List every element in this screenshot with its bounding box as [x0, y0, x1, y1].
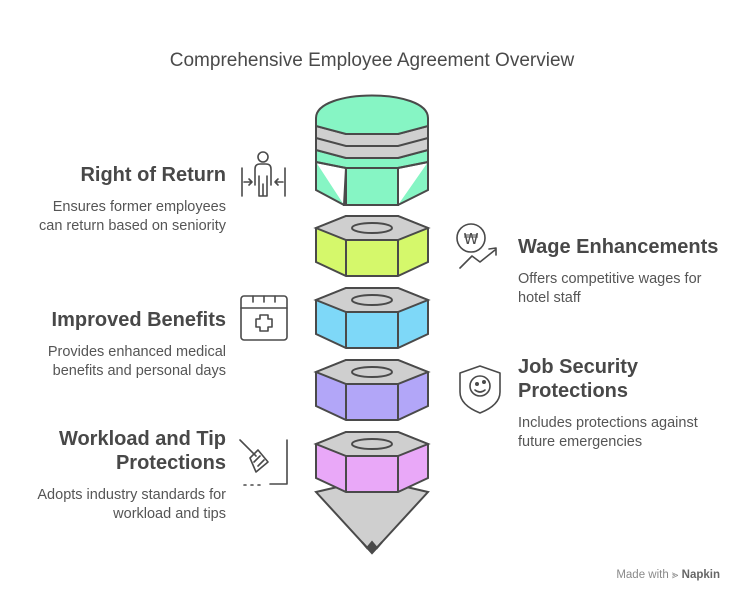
- footer-prefix: Made with: [616, 569, 669, 581]
- item-desc-wage-enhancements: Offers competitive wages for hotel staff: [518, 270, 701, 308]
- segment-workload-tip: [313, 431, 431, 555]
- desc-line: benefits and personal days: [52, 363, 226, 379]
- medical-calendar-icon: [240, 295, 288, 341]
- heading-line: Job Security: [518, 356, 639, 378]
- svg-text:₩: ₩: [464, 230, 479, 248]
- desc-line: Includes protections against: [518, 415, 698, 431]
- item-heading-right-of-return: Right of Return: [80, 164, 226, 186]
- napkin-logo-icon: ⪢: [671, 569, 679, 581]
- item-desc-improved-benefits: Provides enhanced medical benefits and p…: [48, 343, 226, 381]
- item-heading-job-security: Job Security Protections: [518, 355, 638, 403]
- desc-line: Provides enhanced medical: [47, 344, 226, 360]
- desc-line: Offers competitive wages for: [518, 271, 702, 287]
- item-heading-wage-enhancements: Wage Enhancements: [518, 236, 719, 258]
- shield-face-icon: [459, 365, 501, 414]
- desc-line: can return based on seniority: [39, 218, 226, 234]
- item-desc-job-security: Includes protections against future emer…: [518, 414, 698, 452]
- heading-line: Protections: [518, 380, 629, 402]
- made-with-napkin[interactable]: Made with ⪢ Napkin: [616, 569, 720, 582]
- heading-line: Workload and Tip: [58, 428, 226, 450]
- diagram-title: Comprehensive Employee Agreement Overvie…: [169, 50, 575, 71]
- segment-job-security: [313, 359, 431, 421]
- person-return-icon: [241, 151, 286, 197]
- item-desc-right-of-return: Ensures former employees can return base…: [39, 198, 226, 236]
- segment-wage-enhancements: [313, 215, 431, 277]
- item-desc-workload-tip: Adopts industry standards for workload a…: [37, 486, 226, 524]
- desc-line: hotel staff: [518, 290, 581, 306]
- desc-line: workload and tips: [113, 506, 226, 522]
- won-growth-icon: ₩: [456, 223, 497, 269]
- segment-improved-benefits: [313, 287, 431, 349]
- footer-brand: Napkin: [681, 569, 720, 581]
- heading-line: Protections: [115, 452, 226, 474]
- broom-icon: [239, 439, 288, 486]
- desc-line: Ensures former employees: [52, 199, 226, 215]
- item-heading-improved-benefits: Improved Benefits: [51, 309, 226, 331]
- item-heading-workload-tip: Workload and Tip Protections: [59, 427, 226, 475]
- desc-line: Adopts industry standards for: [37, 487, 226, 503]
- segment-right-of-return: [315, 94, 429, 206]
- desc-line: future emergencies: [518, 434, 643, 450]
